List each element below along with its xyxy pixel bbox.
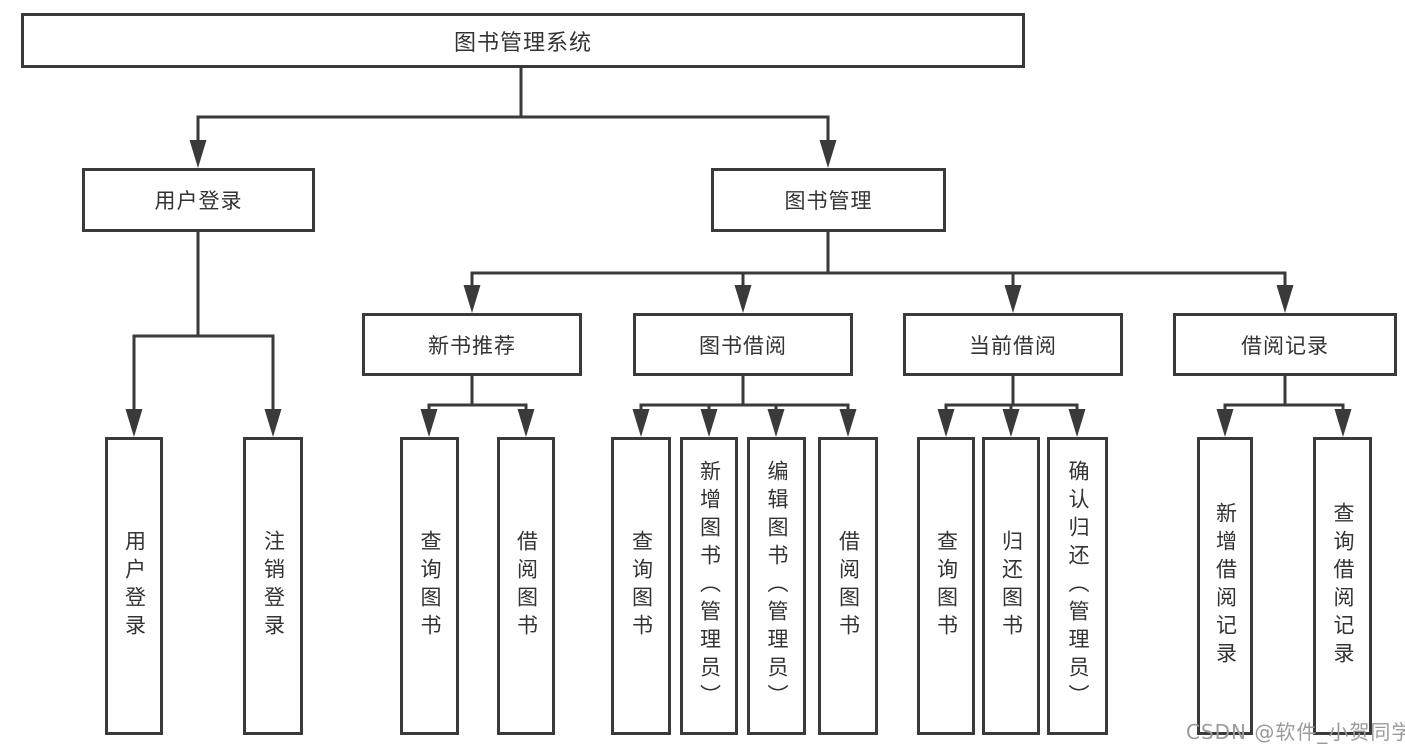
arrow-icon [819,140,837,168]
leaf-current-return-books: 归还图书 [982,437,1040,735]
arrow-icon [1068,409,1086,437]
leaf-newbooks-query-books-label: 查询图书 [418,530,442,642]
node-borrow-records-label: 借阅记录 [1241,333,1329,358]
leaf-logout-label: 注销登录 [261,530,286,642]
arrow-icon [1002,409,1020,437]
leaf-logout: 注销登录 [243,437,303,735]
arrow-icon [700,409,718,437]
leaf-current-query-books: 查询图书 [917,437,975,735]
arrow-icon [463,285,481,313]
csdn-watermark: CSDN @软件_小贺同学 [1186,720,1405,744]
node-new-book-recommend: 新书推荐 [362,313,582,376]
node-current-borrow: 当前借阅 [903,313,1123,376]
arrow-icon [734,285,752,313]
leaf-newbooks-query-books: 查询图书 [400,437,459,735]
connector-root-branch [196,68,830,142]
arrow-icon [517,409,535,437]
node-book-management: 图书管理 [711,168,946,232]
connector-borrow-records-branch [1223,376,1345,413]
node-root: 图书管理系统 [21,13,1025,68]
leaf-borrow-borrow-books-label: 借阅图书 [836,530,861,642]
leaf-newbooks-borrow-books: 借阅图书 [497,437,555,735]
leaf-borrow-query-books: 查询图书 [611,437,671,735]
arrow-icon [839,409,857,437]
leaf-records-query-record: 查询借阅记录 [1313,437,1372,735]
leaf-records-add-record: 新增借阅记录 [1197,437,1253,735]
arrow-icon [1216,409,1234,437]
arrow-icon [125,409,143,437]
leaf-borrow-add-books-label: 新增图书（管理员） [697,460,722,712]
connector-new-books-branch [427,376,528,413]
leaf-borrow-borrow-books: 借阅图书 [818,437,878,735]
leaf-user-login-label: 用户登录 [122,530,147,642]
leaf-current-query-books-label: 查询图书 [934,530,959,642]
node-root-label: 图书管理系统 [453,30,592,56]
arrow-icon [1276,285,1294,313]
leaf-current-confirm-return-label: 确认归还（管理员） [1066,460,1090,712]
arrow-icon [632,409,650,437]
node-book-management-label: 图书管理 [784,189,873,213]
connector-user-login-branch [132,232,275,413]
leaf-current-return-books-label: 归还图书 [999,530,1024,642]
leaf-borrow-query-books-label: 查询图书 [629,530,654,642]
arrow-icon [264,409,282,437]
node-borrow-records: 借阅记录 [1173,313,1397,376]
node-new-book-recommend-label: 新书推荐 [428,333,516,358]
node-book-borrow: 图书借阅 [633,313,853,376]
leaf-records-add-record-label: 新增借阅记录 [1213,502,1238,670]
connector-book-mgmt-branch [470,232,1287,288]
leaf-borrow-edit-books: 编辑图书（管理员） [747,437,806,735]
leaf-borrow-edit-books-label: 编辑图书（管理员） [765,460,789,712]
leaf-user-login: 用户登录 [105,437,163,735]
leaf-records-query-record-label: 查询借阅记录 [1331,502,1355,670]
connector-current-borrow-branch [944,376,1079,413]
leaf-newbooks-borrow-books-label: 借阅图书 [514,530,539,642]
arrow-icon [937,409,955,437]
arrow-icon [767,409,785,437]
arrow-icon [420,409,438,437]
leaf-borrow-add-books: 新增图书（管理员） [680,437,738,735]
arrow-icon [1004,285,1022,313]
leaf-current-confirm-return: 确认归还（管理员） [1047,437,1108,735]
connector-book-borrow-branch [639,376,850,413]
node-user-login-label: 用户登录 [154,189,243,213]
node-book-borrow-label: 图书借阅 [699,333,787,358]
node-user-login: 用户登录 [82,168,315,232]
arrow-icon [189,140,207,168]
arrow-icon [1334,409,1352,437]
node-current-borrow-label: 当前借阅 [969,333,1057,358]
